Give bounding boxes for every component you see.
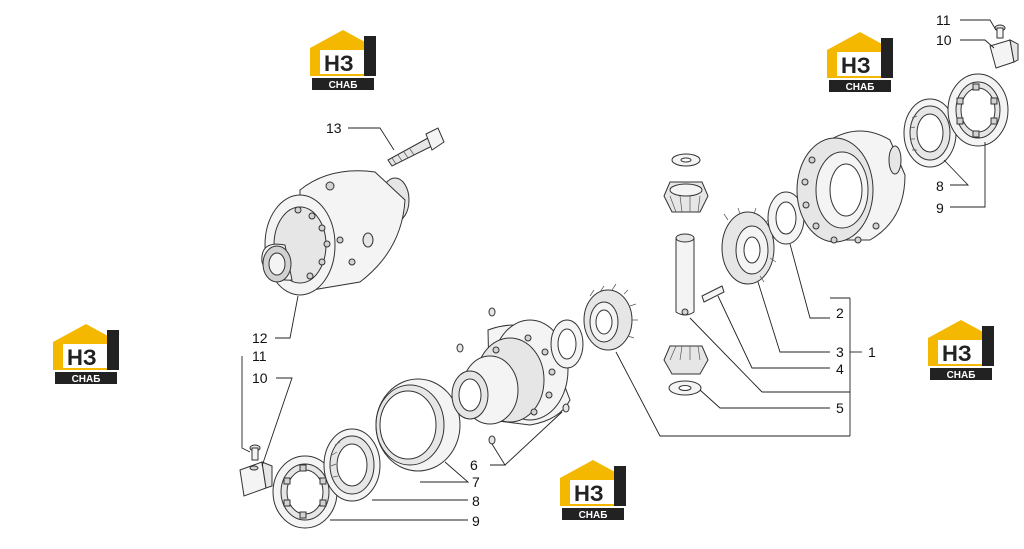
side-gear-3-right — [721, 207, 778, 285]
logo-letters: НЗ — [841, 53, 871, 78]
screw-11-right — [994, 24, 1006, 39]
callout-3: 3 — [836, 344, 844, 360]
housing-12 — [261, 170, 410, 296]
carrier-housing — [451, 319, 571, 426]
leader-lines — [241, 19, 997, 521]
logo-letters: НЗ — [324, 51, 354, 76]
logo-caption: СНАБ — [846, 82, 875, 93]
thrust-washer-2-left — [550, 319, 584, 369]
logo-top-right: НЗ СНАБ — [827, 32, 893, 93]
callout-7: 7 — [472, 474, 480, 490]
callout-9-right: 9 — [936, 200, 944, 216]
logo-bottom-center: НЗ СНАБ — [560, 460, 626, 521]
bearing-8-right — [903, 98, 957, 168]
logo-letters: НЗ — [574, 481, 604, 506]
callout-13: 13 — [326, 120, 342, 136]
callout-10-right: 10 — [936, 32, 952, 48]
callout-1: 1 — [868, 344, 876, 360]
lock-pin-4 — [701, 285, 725, 303]
dowel-pins-6 — [456, 307, 570, 445]
pinion-gear-upper — [663, 181, 709, 213]
bolt-13 — [387, 127, 445, 167]
clip-10-right — [989, 39, 1019, 69]
carrier-half-right — [796, 130, 906, 244]
logo-letters: НЗ — [67, 345, 97, 370]
screw-11-left — [249, 444, 261, 461]
logo-caption: СНАБ — [72, 374, 101, 385]
callout-8-bottom: 8 — [472, 493, 480, 509]
callout-4: 4 — [836, 361, 844, 377]
logo-mid-left: НЗ СНАБ — [53, 324, 119, 385]
logo-mid-right: НЗ СНАБ — [928, 320, 994, 381]
pinion-gear-lower — [663, 345, 709, 375]
callout-10-left: 10 — [252, 370, 268, 386]
callout-5: 5 — [836, 400, 844, 416]
callout-12: 12 — [252, 330, 268, 346]
bearing-cup-7 — [375, 378, 461, 472]
clip-10-left — [239, 461, 273, 497]
ring-nut-9-right — [947, 73, 1009, 147]
logo-caption: СНАБ — [579, 510, 608, 521]
callout-11-left: 11 — [252, 348, 267, 364]
callout-8-right: 8 — [936, 178, 944, 194]
callout-9-bottom: 9 — [472, 513, 480, 529]
callout-6: 6 — [470, 457, 478, 473]
washer-5-top — [671, 153, 701, 167]
callout-2: 2 — [836, 305, 844, 321]
side-gear-3-left — [583, 283, 638, 351]
ring-nut-9-bottom — [272, 455, 338, 529]
logo-top-left: НЗ СНАБ — [310, 30, 376, 91]
callout-11-right: 11 — [936, 12, 951, 28]
logo-caption: СНАБ — [947, 370, 976, 381]
callout-labels: 13 12 11 10 11 10 8 9 2 3 1 4 5 6 7 8 9 — [252, 12, 952, 529]
logo-caption: СНАБ — [329, 80, 358, 91]
logo-letters: НЗ — [942, 341, 972, 366]
cross-shaft — [675, 233, 695, 316]
thrust-washer-2-right — [767, 191, 805, 245]
washer-5-bottom — [668, 380, 702, 396]
bearing-8-bottom — [323, 428, 381, 502]
